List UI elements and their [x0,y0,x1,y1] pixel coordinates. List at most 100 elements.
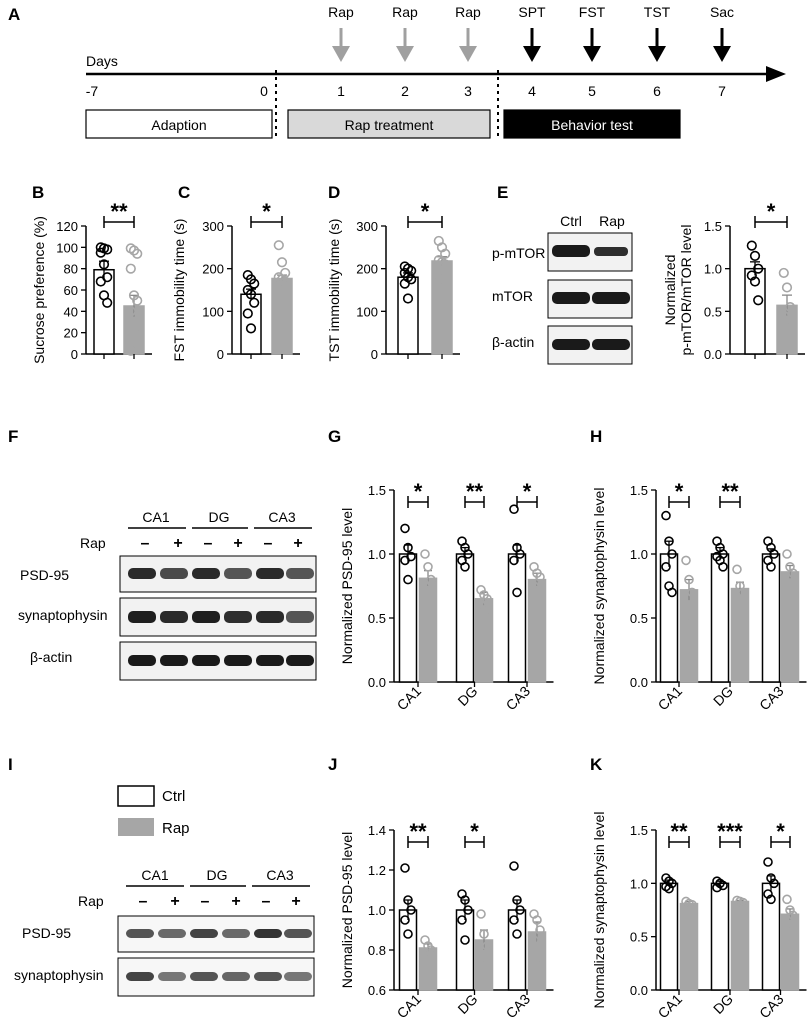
data-point [738,587,748,598]
arrow-label-rap: Rap [455,4,481,20]
panel-label-i: I [8,755,13,774]
panel-label-e: E [497,183,508,202]
blot-e-band [592,292,630,304]
data-point [732,564,742,575]
x-tick-label: CA1 [394,991,425,1022]
day-tick-label: 0 [260,83,268,99]
data-point [128,245,140,256]
blot-e-row-p-mtor: p-mTOR [492,245,545,261]
bar-ctrl-ca1 [659,553,679,683]
x-tick-label: CA3 [503,683,534,714]
phase-behavior-test-box [503,109,681,139]
data-point [664,883,674,894]
western-blot-e: Ctrl Rap p-mTOR mTOR β-actin [492,213,633,365]
arrow-head [523,46,541,62]
y-tick-label: 100 [202,304,224,319]
data-point [402,293,414,304]
data-point [128,327,140,338]
blot-sign: + [170,893,179,910]
data-point [529,935,539,945]
data-point [460,561,470,572]
y-tick-label: 0.5 [704,304,722,319]
blot-i-row-synaptophysin: synaptophysin [14,967,104,983]
sig-stars: ** [409,819,427,844]
y-axis-title: Normalized synaptophysin level [591,488,607,685]
blot-band [160,611,188,623]
day-tick-label: 5 [588,83,596,99]
data-point [661,510,671,521]
data-point [476,909,486,919]
y-tick-label: 0.0 [704,347,722,362]
data-point [102,297,113,308]
blot-sign: – [141,535,150,552]
blot-f-row-synaptophysin: synaptophysin [18,607,108,623]
bar-ctrl-ca3 [761,882,781,991]
bar-rap-ca3 [780,913,800,991]
data-point [98,259,110,270]
sig-stars: * [776,819,785,844]
arrow-head [396,46,414,62]
bar-rap-ca1 [679,589,699,683]
day-tick-label: -7 [86,83,99,99]
sig-stars: * [767,199,776,224]
blot-band [192,568,220,579]
data-point [667,549,677,559]
blot-band [286,655,314,666]
blot-band [126,929,154,938]
y-tick-label: 1.0 [368,903,386,918]
y-tick-label: 0.5 [630,930,648,945]
data-point [782,894,792,905]
data-point [245,323,257,334]
y-tick-label: 0.0 [368,675,386,690]
data-point [746,270,757,281]
blot-e-header-ctrl: Ctrl [560,213,582,229]
y-tick-label: 1.5 [368,483,386,498]
data-point [749,276,761,287]
data-point [512,895,522,905]
data-point [423,561,433,572]
blot-f-region-ca1: CA1 [142,509,169,525]
arrow-label-spt: SPT [518,4,546,20]
phase-rap-treatment-label: Rap treatment [345,117,434,133]
panel-label-j: J [328,755,337,774]
blot-band [126,972,154,981]
data-point [769,549,779,559]
y-tick-label: 0 [71,347,78,362]
y-tick-label: 100 [56,240,78,255]
data-point [249,278,260,289]
data-point [532,955,542,965]
data-point [482,593,492,604]
day-tick-label: 3 [464,83,472,99]
sig-stars: *** [717,819,743,844]
bar-rap-ca3 [780,571,800,683]
blot-f-region-dg: DG [209,509,230,525]
western-blot-f: CA1 DG CA3 Rap –+–+–+ PSD-95 synaptophys… [18,509,317,681]
data-point [788,568,798,579]
blot-sign: – [139,893,148,910]
data-point [406,905,416,915]
phase-adaption-label: Adaption [151,117,206,133]
day-tick-label: 6 [653,83,661,99]
data-point [782,549,792,559]
arrow-head [332,46,350,62]
data-point [746,240,757,251]
y-tick-label: 0 [217,347,224,362]
data-point [763,889,773,899]
western-blot-i: CA1 DG CA3 Rap –+–+–+ PSD-95 synaptophys… [14,867,315,997]
data-point [718,880,728,891]
panel-label-d: D [328,183,340,202]
bar-ctrl-dg [710,882,730,991]
data-point [460,935,470,945]
sig-stars: ** [670,819,688,844]
timeline-arrowhead [766,66,786,82]
sig-stars: * [470,819,479,844]
days-label: Days [86,53,118,69]
bar-rap-dg [730,900,750,991]
data-point [273,240,284,251]
blot-e-header-rap: Rap [599,213,625,229]
blot-f-rap-label: Rap [80,535,106,551]
data-point [535,925,545,935]
